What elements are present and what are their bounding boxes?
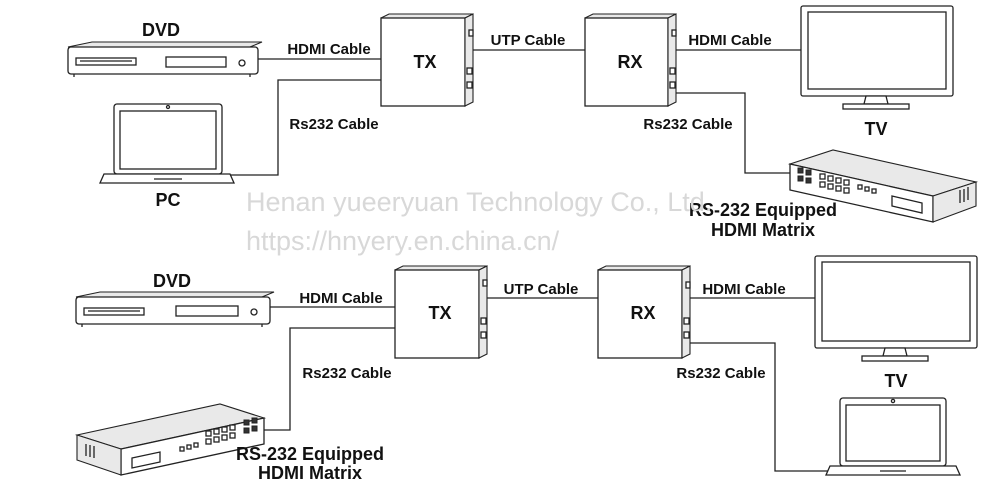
hdmi-matrix-icon (787, 149, 979, 223)
laptop-pc-icon (824, 397, 962, 476)
laptop-pc-icon (98, 103, 236, 184)
dvd-label: DVD (153, 271, 191, 291)
rs232-cable-line (690, 342, 838, 472)
watermark-url: https://hnyery.en.china.cn/ (246, 226, 560, 256)
tv-label: TV (864, 119, 887, 139)
rx-label: RX (630, 303, 655, 323)
rs232-cable-line (263, 327, 395, 431)
dvd-player-icon (75, 291, 275, 327)
hdmi-cable-label: HDMI Cable (702, 281, 785, 298)
matrix-label-line1: RS-232 Equipped (236, 444, 384, 464)
utp-cable-label: UTP Cable (491, 32, 566, 49)
watermark-company: Henan yueeryuan Technology Co., Ltd. (246, 187, 712, 217)
matrix-label-line1: RS-232 Equipped (689, 200, 837, 220)
watermark: Henan yueeryuan Technology Co., Ltd. htt… (246, 187, 712, 256)
rs232-cable-line (230, 79, 381, 176)
bottom-scenario: DVD HDMI Cable Rs232 Cable (74, 255, 978, 483)
rx-label: RX (617, 52, 642, 72)
matrix-label-line2: HDMI Matrix (258, 463, 362, 483)
top-scenario: DVD HDMI Cable PC Rs232 Cable TX UTP Cab… (67, 5, 979, 240)
tx-extender-box (380, 13, 474, 107)
rx-extender-box (584, 13, 677, 107)
tx-extender-box (394, 265, 488, 359)
dvd-player-icon (67, 41, 263, 77)
rs232-cable-label: Rs232 Cable (643, 116, 732, 133)
tx-label: TX (428, 303, 451, 323)
hdmi-cable-label: HDMI Cable (299, 290, 382, 307)
tv-icon (800, 5, 954, 110)
hdmi-cable-label: HDMI Cable (287, 41, 370, 58)
tv-icon (814, 255, 978, 362)
top-cables (230, 49, 801, 176)
pc-label: PC (155, 190, 180, 210)
rs232-cable-label: Rs232 Cable (289, 116, 378, 133)
matrix-display (891, 195, 923, 214)
utp-cable-label: UTP Cable (504, 281, 579, 298)
rs232-cable-label: Rs232 Cable (302, 365, 391, 382)
matrix-label-line2: HDMI Matrix (711, 220, 815, 240)
matrix-display (131, 451, 161, 469)
dvd-label: DVD (142, 20, 180, 40)
tv-label: TV (884, 371, 907, 391)
tx-label: TX (413, 52, 436, 72)
rs232-cable-label: Rs232 Cable (676, 365, 765, 382)
rs232-cable-line (676, 92, 800, 174)
matrix-buttons (797, 167, 877, 194)
bottom-cables (263, 297, 838, 472)
hdmi-cable-label: HDMI Cable (688, 32, 771, 49)
hdmi-matrix-icon (74, 403, 267, 476)
rx-extender-box (597, 265, 691, 359)
matrix-buttons (179, 417, 258, 452)
